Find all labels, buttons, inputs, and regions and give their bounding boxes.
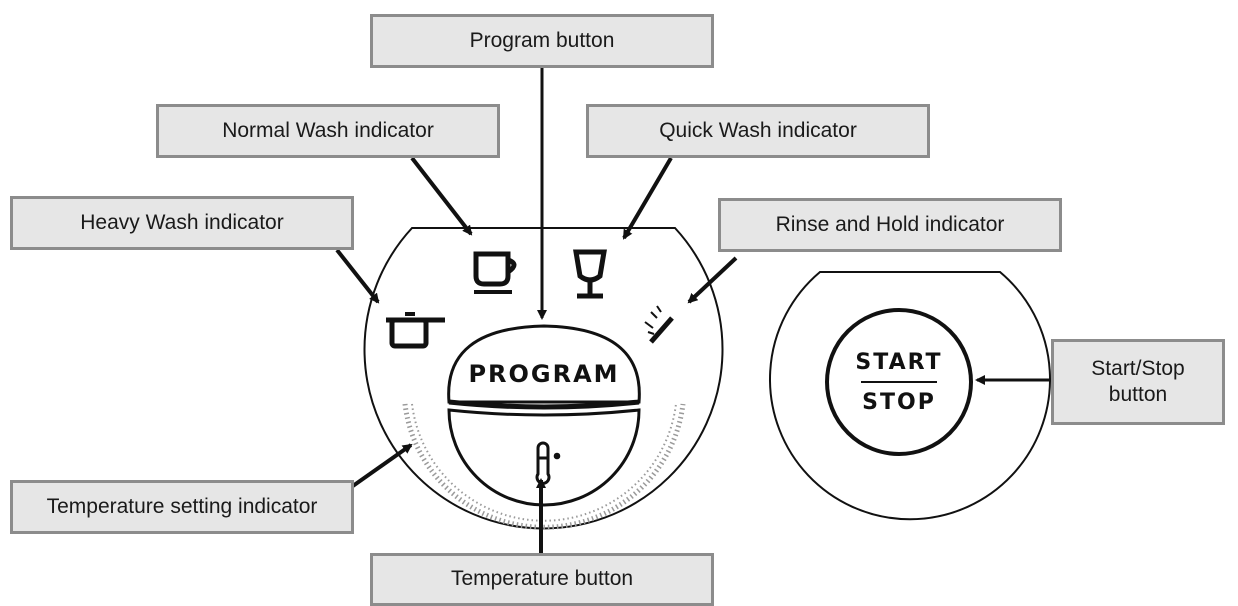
start-stop-panel-outline	[769, 271, 1051, 521]
program-button[interactable]	[447, 324, 641, 404]
temperature-setting-leader	[348, 443, 413, 490]
start-button-text: START	[855, 350, 943, 375]
start-stop-button-label: Start/Stop button	[1051, 339, 1225, 425]
heavy-wash-label: Heavy Wash indicator	[10, 196, 354, 250]
stop-button-text: STOP	[862, 390, 936, 415]
start-stop-label-line2: button	[1108, 383, 1168, 406]
normal-wash-leader	[410, 156, 473, 236]
heavy-wash-leader	[335, 248, 380, 304]
program-button-text: PROGRAM	[468, 360, 620, 388]
wine-glass-icon	[573, 249, 607, 299]
rinse-hold-leader	[687, 256, 738, 304]
normal-wash-label: Normal Wash indicator	[156, 104, 500, 158]
program-button-label: Program button	[370, 14, 714, 68]
spray-plate-icon	[644, 305, 674, 344]
temperature-button-label: Temperature button	[370, 553, 714, 606]
quick-wash-label: Quick Wash indicator	[586, 104, 930, 158]
rinse-hold-label: Rinse and Hold indicator	[718, 198, 1062, 252]
start-stop-label-line1: Start/Stop	[1091, 356, 1185, 380]
program-separator	[448, 399, 640, 410]
cup-and-saucer-icon	[473, 251, 517, 294]
pot-icon	[386, 312, 445, 349]
temperature-setting-label: Temperature setting indicator	[10, 480, 354, 534]
temperature-setting-indicator-arc	[402, 403, 686, 530]
quick-wash-leader	[622, 156, 673, 240]
